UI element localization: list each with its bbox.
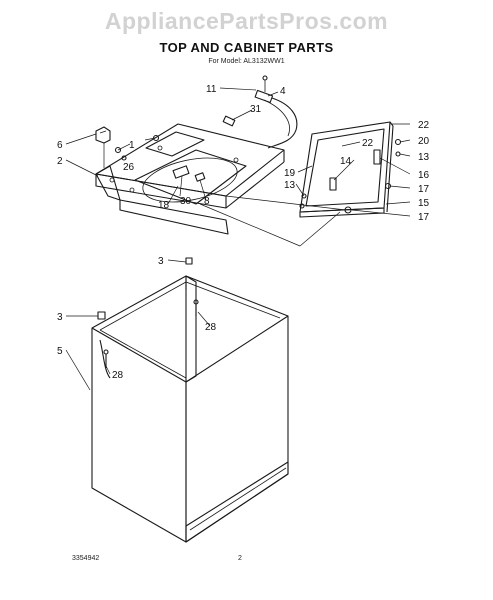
callout-17-upper: 17 xyxy=(418,184,430,195)
callout-6: 6 xyxy=(57,140,63,151)
callout-1: 1 xyxy=(129,140,135,151)
page-number: 2 xyxy=(238,555,242,562)
callout-30: 30 xyxy=(180,196,192,207)
callout-labels: 1 2 3 3 4 5 6 8 11 13 13 14 15 16 17 17 … xyxy=(57,84,430,381)
callout-28-side: 28 xyxy=(112,370,124,381)
diagram-title: TOP AND CABINET PARTS xyxy=(159,40,334,55)
hinge-bracket xyxy=(95,126,111,168)
washer-top-panel xyxy=(95,123,285,235)
callout-3-top: 3 xyxy=(158,256,164,267)
callout-5: 5 xyxy=(57,346,63,357)
callout-20: 20 xyxy=(418,136,430,147)
callout-22-upper: 22 xyxy=(418,120,430,131)
callout-15: 15 xyxy=(418,198,430,209)
model-subtitle: For Model: AL3132WW1 xyxy=(208,58,285,65)
callout-8: 8 xyxy=(204,196,210,207)
callout-13-right: 13 xyxy=(418,152,430,163)
callout-3-side: 3 xyxy=(57,312,63,323)
document-number: 3354942 xyxy=(72,555,100,562)
callout-17-lower: 17 xyxy=(418,212,430,223)
callout-26: 26 xyxy=(123,162,135,173)
callout-28-post: 28 xyxy=(205,322,217,333)
callout-2: 2 xyxy=(57,156,63,167)
watermark: AppliancePartsPros.com xyxy=(104,8,389,34)
callout-4: 4 xyxy=(280,86,286,97)
callout-31: 31 xyxy=(250,104,262,115)
callout-11: 11 xyxy=(206,84,217,95)
callout-leaders xyxy=(65,87,411,391)
callout-16: 16 xyxy=(418,170,430,181)
assembly-guide-lines xyxy=(199,195,347,247)
callout-14: 14 xyxy=(340,156,352,167)
washer-lid xyxy=(299,121,402,218)
cabinet-screws xyxy=(97,257,199,368)
callout-13-left: 13 xyxy=(284,180,296,191)
callout-22-inner: 22 xyxy=(362,138,374,149)
lid-switch xyxy=(172,165,206,182)
callout-18: 18 xyxy=(158,200,170,211)
callout-19: 19 xyxy=(284,168,296,179)
wire-harness xyxy=(222,75,298,149)
washer-cabinet xyxy=(91,275,289,543)
